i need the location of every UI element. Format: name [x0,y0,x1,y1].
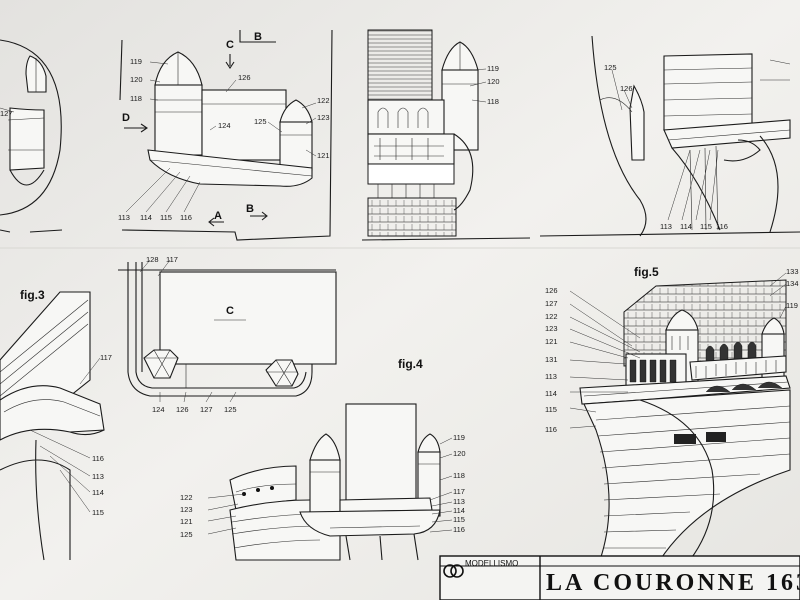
part-label: 125 [604,63,617,72]
part-label: 123 [317,113,330,122]
brand-name: MODELLISMO [465,559,518,568]
part-label: 117 [453,487,465,496]
brand-logo-icon [443,564,457,578]
detail-top-right-perspective: 125 126 113 114 115 116 [539,35,800,237]
part-label: 124 [152,405,165,414]
part-label: 114 [92,488,104,497]
part-label: 116 [716,222,728,231]
view-marker-b-top: B [254,31,262,43]
part-label: 122 [317,96,330,105]
part-label: 115 [92,508,104,517]
part-label: 115 [160,213,172,222]
part-label: 128 [146,255,159,264]
part-label: 113 [660,222,672,231]
part-label: 114 [140,213,152,222]
view-marker-c-plan: C [226,305,234,317]
part-label: 117 [166,255,178,264]
part-label: 114 [680,222,692,231]
part-label: 122 [180,493,193,502]
part-label: 116 [545,425,557,434]
part-label: 116 [92,454,104,463]
part-label: 120 [453,449,466,458]
part-label: 119 [786,301,798,310]
part-label: 114 [453,506,465,515]
model-title: LA COURONNE 1636 [546,570,800,596]
part-label: 124 [218,121,231,130]
figure-label: fig.4 [398,357,423,371]
part-label: 116 [453,525,465,534]
view-marker-a: A [214,210,222,222]
part-label: 121 [545,337,558,346]
part-label: 114 [545,389,557,398]
figure-3: fig.3 117 116 113 114 115 [0,288,112,561]
part-label: 122 [545,312,558,321]
part-label: 126 [620,84,633,93]
detail-top-left: 127 [0,39,63,233]
part-label: 131 [545,355,558,364]
figure-4-plan-view: C 128 117 124 126 127 125 fig.4 [118,255,423,414]
part-label: 113 [92,472,104,481]
part-label: 125 [254,117,267,126]
part-label: 118 [130,94,142,103]
part-label: 133 [786,267,799,276]
figure-5: fig.5 126 127 122 123 121 131 113 114 [545,265,799,561]
part-label: 121 [180,517,193,526]
part-label: 119 [487,64,499,73]
part-label: 125 [180,530,193,539]
part-label: 120 [487,77,500,86]
part-label: 126 [238,73,251,82]
title-block: MODELLISMO LA COURONNE 1636 [439,555,800,600]
view-marker-d: D [122,112,130,124]
part-label: 127 [200,405,213,414]
detail-stern-view: 119 120 118 [361,29,531,241]
part-label: 115 [453,515,465,524]
part-label: 125 [224,405,237,414]
part-label: 115 [700,222,712,231]
part-label: 116 [180,213,192,222]
view-marker-b: B [246,203,254,215]
detail-side-view: B C D A B 119 120 118 126 124 125 [118,29,333,241]
part-label: 120 [130,75,143,84]
part-label: 117 [100,353,112,362]
part-label: 126 [176,405,189,414]
part-label: 127 [545,299,558,308]
part-label: 113 [453,497,465,506]
view-marker-c: C [226,39,234,51]
part-label: 127 [0,109,13,118]
part-label: 119 [453,433,465,442]
part-label: 113 [118,213,130,222]
part-label: 119 [130,57,142,66]
figure-4-stern-model: 122 123 121 125 119 120 118 117 113 114 … [180,403,466,561]
figure-label: fig.5 [634,265,659,279]
part-label: 123 [545,324,558,333]
part-label: 118 [453,471,465,480]
part-label: 134 [786,279,799,288]
figure-label: fig.3 [20,288,45,302]
part-label: 123 [180,505,193,514]
part-label: 118 [487,97,499,106]
part-label: 115 [545,405,557,414]
part-label: 126 [545,286,558,295]
part-label: 113 [545,372,557,381]
part-label: 121 [317,151,330,160]
